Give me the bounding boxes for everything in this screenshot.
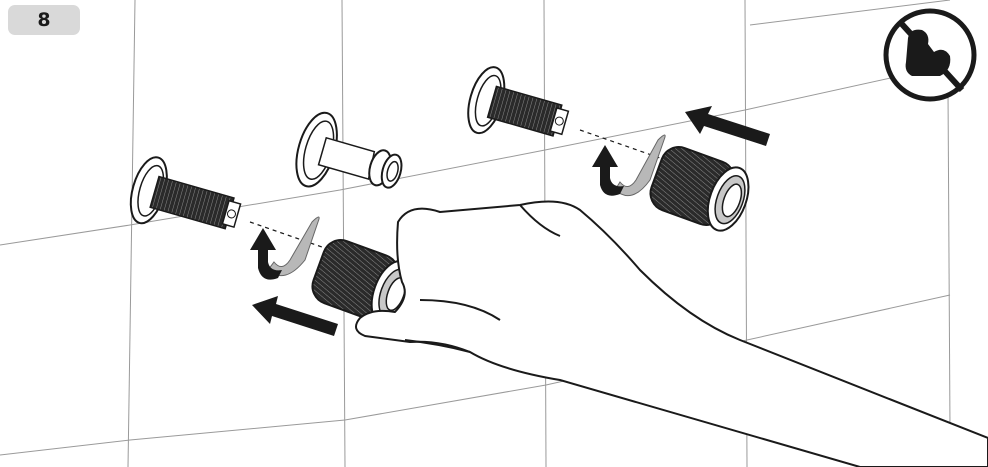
left-connector — [124, 153, 247, 248]
no-force-prohibition-icon — [886, 11, 974, 99]
left-rotate-arrow-icon — [250, 217, 319, 280]
hand-illustration — [356, 201, 988, 467]
right-push-arrow-icon — [685, 106, 770, 146]
right-adapter-nut — [645, 142, 756, 236]
step-number-badge: 8 — [8, 5, 80, 35]
middle-connector — [289, 108, 411, 210]
right-connector — [462, 63, 575, 155]
